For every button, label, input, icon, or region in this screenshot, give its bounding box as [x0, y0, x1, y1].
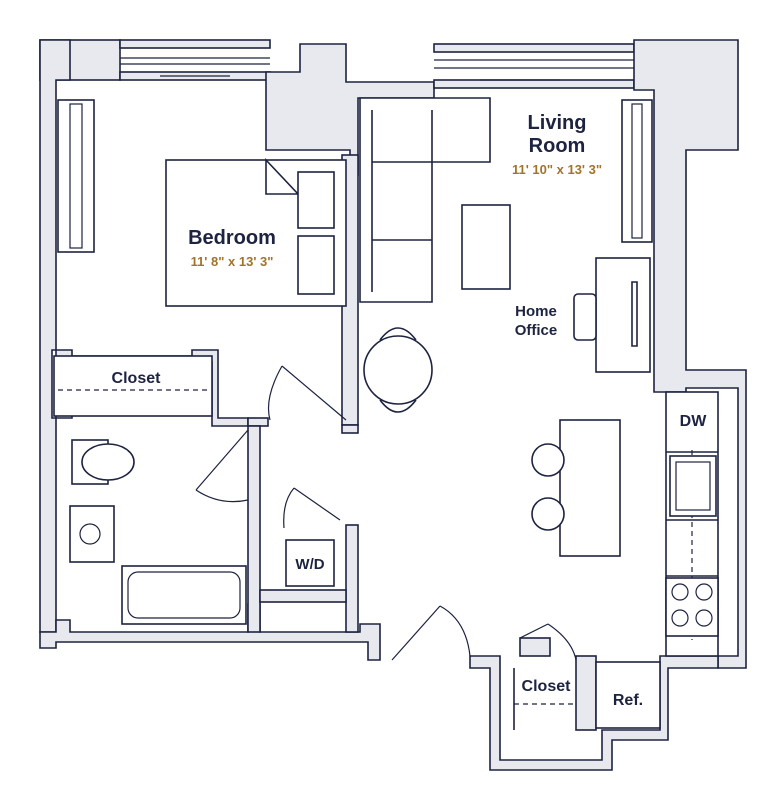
heater-inner: [69, 103, 83, 249]
dishwasher-label: DW: [680, 413, 708, 430]
burner-icon: [671, 583, 689, 601]
refrigerator: [595, 661, 661, 729]
home-office-line1: Home: [515, 303, 557, 320]
living-name-line2: Room: [529, 135, 586, 157]
washer-dryer-label: W/D: [295, 556, 324, 573]
bathroom: [69, 439, 247, 625]
washer-dryer: [285, 539, 335, 587]
kitchen: [665, 391, 719, 657]
wall-segment: [247, 417, 269, 427]
wd-door: [293, 487, 341, 521]
burner-icon: [695, 583, 713, 601]
entry-door: [391, 605, 441, 661]
office-desk: [595, 257, 651, 373]
door-swing: [283, 487, 295, 529]
kitchen-sink: [669, 455, 717, 517]
doors: [195, 365, 577, 661]
door-swing: [547, 623, 577, 661]
closet-door: [519, 623, 549, 639]
burner-icon: [695, 609, 713, 627]
heaters: [57, 99, 653, 253]
dining-chair: [379, 327, 417, 341]
living-name-line1: Living: [528, 112, 587, 134]
stove: [665, 577, 719, 637]
coffee-table: [461, 204, 511, 290]
pillow-icon: [297, 171, 335, 229]
door-swing: [195, 489, 249, 503]
labels: Bedroom 11' 8" x 13' 3" Living Room 11' …: [112, 112, 708, 709]
burner-icon: [671, 609, 689, 627]
sink-basin: [675, 461, 711, 511]
refrigerator-label: Ref.: [613, 692, 643, 709]
door-swing: [267, 365, 283, 421]
utility: [285, 539, 661, 730]
bedroom-closet: [53, 355, 213, 417]
wall-segment: [247, 425, 261, 633]
living-furniture: [359, 97, 651, 557]
home-office-line2: Office: [515, 322, 558, 339]
wall-segment: [433, 43, 635, 53]
desk-lamp-icon: [631, 281, 638, 347]
entry-closet-label: Closet: [522, 678, 572, 695]
bathtub: [121, 565, 247, 625]
stool: [531, 497, 565, 531]
wall-segment: [469, 655, 719, 771]
toilet-bowl: [81, 443, 135, 481]
heater-bedroom: [57, 99, 95, 253]
wall-segment: [119, 39, 271, 49]
wall-segment: [433, 79, 635, 89]
wall-segment: [341, 424, 359, 434]
living-dimensions: 11' 10" x 13' 3": [512, 162, 602, 177]
bedroom-dimensions: 11' 8" x 13' 3": [191, 254, 274, 269]
dining-chair: [379, 399, 417, 413]
bed-fold: [265, 157, 300, 195]
heater-living: [621, 99, 653, 243]
bath-vanity: [69, 505, 115, 563]
bedroom-door: [281, 365, 347, 421]
tub-basin: [127, 571, 241, 619]
stool: [531, 443, 565, 477]
heater-inner: [631, 103, 643, 239]
sink-icon: [79, 523, 101, 545]
bath-door: [195, 429, 249, 491]
wall-segment: [575, 655, 597, 731]
bedroom-closet-label: Closet: [112, 370, 162, 387]
door-swing: [439, 605, 471, 657]
wall-segment: [259, 589, 347, 603]
windows: [120, 57, 634, 81]
office-chair: [573, 293, 597, 341]
kitchen-island: [559, 419, 621, 557]
wall-segment: [519, 637, 551, 657]
pillow-icon: [297, 235, 335, 295]
bedroom-furniture: [53, 157, 347, 417]
wall-segment: [345, 524, 359, 633]
bedroom-name: Bedroom: [188, 227, 276, 249]
dining-table: [363, 335, 433, 405]
wall-segment: [39, 603, 381, 661]
